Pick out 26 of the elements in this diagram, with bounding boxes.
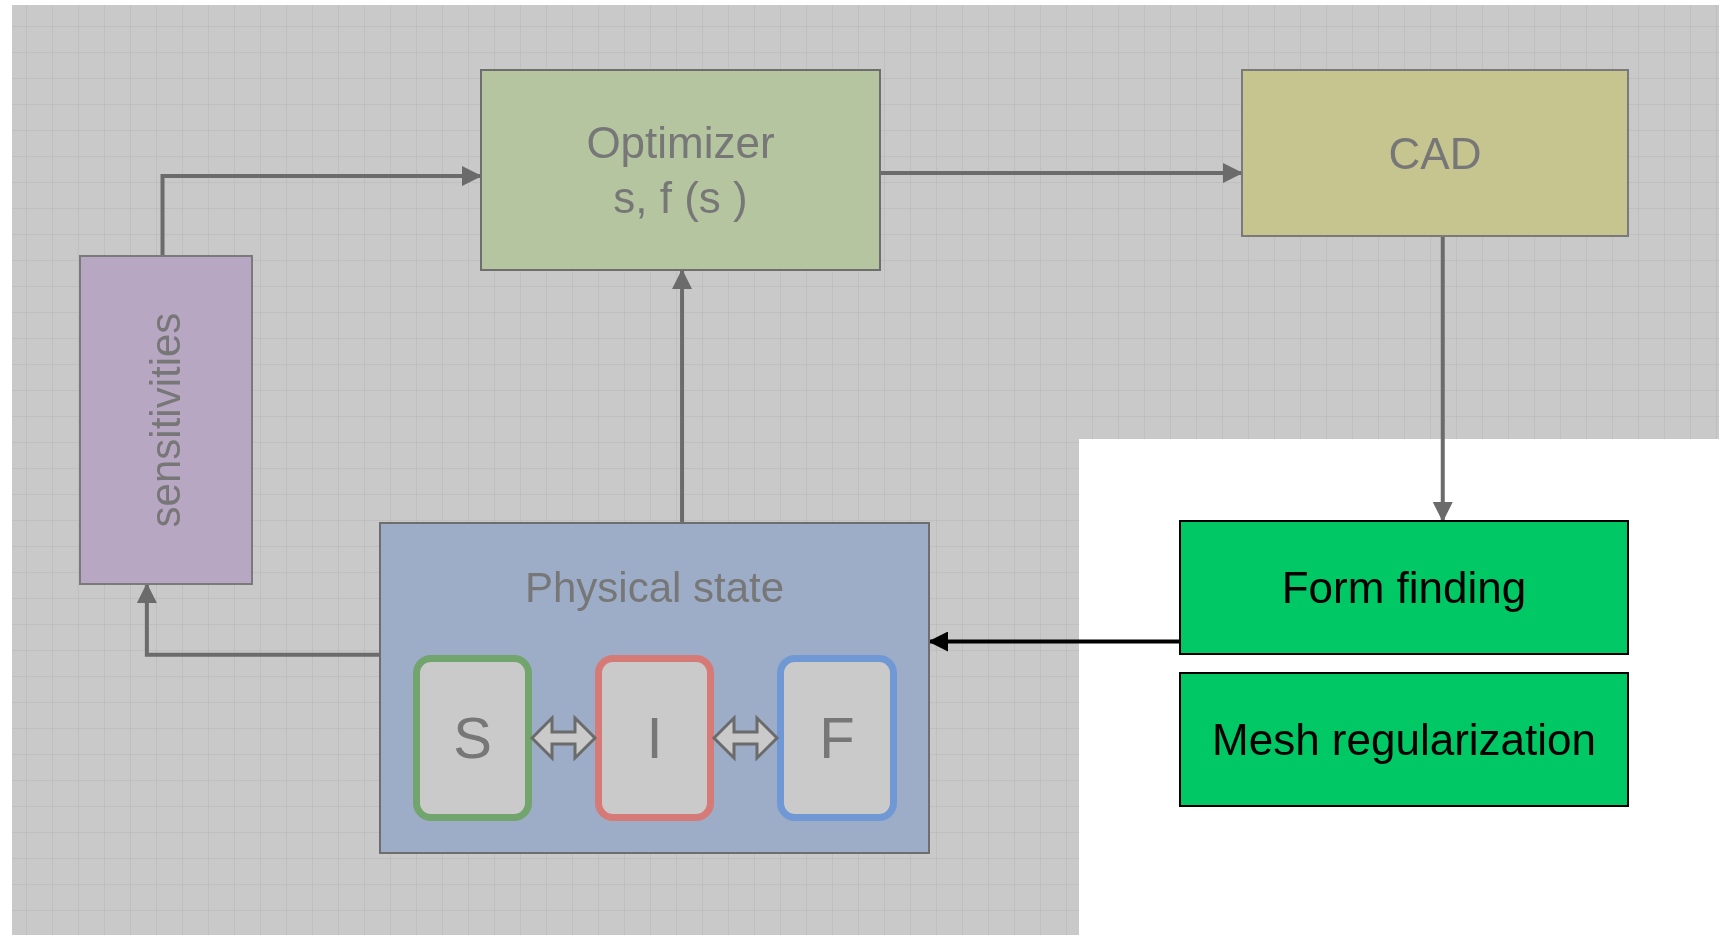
arrow [1432, 237, 1453, 522]
node-label: s, f (s ) [613, 172, 748, 224]
node-label: Physical state [524, 563, 785, 613]
node-label: Form finding [1281, 562, 1527, 614]
node-label: Mesh regularization [1212, 714, 1596, 766]
process-box [1179, 672, 1629, 807]
arrow [136, 583, 379, 657]
node-label: CAD [1388, 127, 1482, 180]
state-box [777, 655, 897, 821]
double-arrow [711, 714, 780, 762]
node-label: I [646, 703, 663, 772]
state-box [595, 655, 714, 821]
arrow [672, 269, 693, 522]
group-box [379, 522, 930, 854]
node-label: sensitivities [145, 312, 187, 528]
process-box [79, 255, 253, 585]
process-box [480, 69, 881, 271]
state-box [413, 655, 532, 821]
process-box [1179, 520, 1629, 655]
arrow [160, 166, 482, 255]
node-label: S [453, 703, 492, 772]
double-arrow [529, 714, 598, 762]
node-label: Optimizer [586, 117, 775, 169]
arrow [881, 163, 1243, 184]
node-label: F [819, 703, 855, 772]
process-box [1241, 69, 1629, 237]
